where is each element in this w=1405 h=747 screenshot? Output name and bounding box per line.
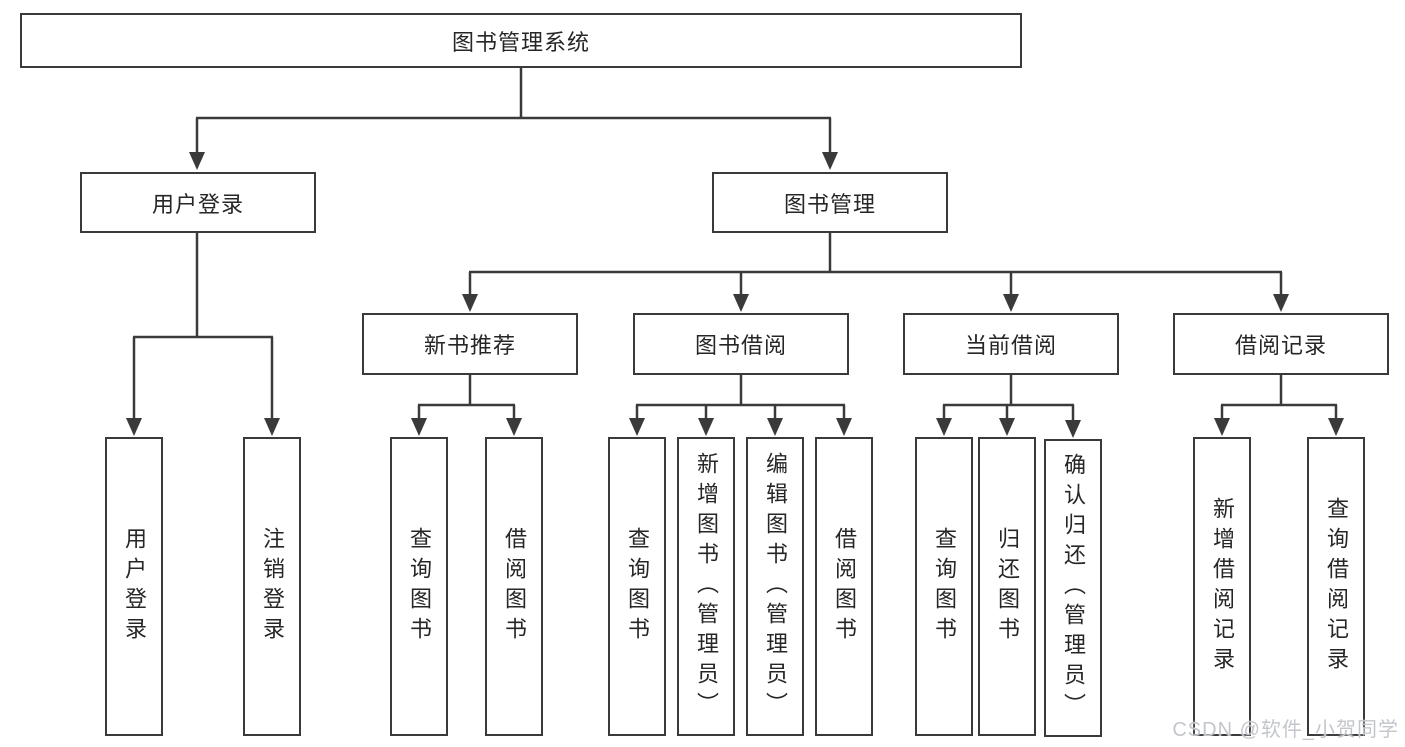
- node-new-book-recommendation: 新书推荐: [362, 313, 578, 375]
- leaf-recommend-query-books: 查询图书: [390, 437, 448, 736]
- leaf-current-confirm-return-admin: 确认归还（管理员）: [1044, 439, 1102, 737]
- node-book-management: 图书管理: [712, 172, 948, 233]
- leaf-borrowing-edit-books-admin: 编辑图书（管理员）: [746, 437, 804, 736]
- node-book-borrowing: 图书借阅: [633, 313, 849, 375]
- leaf-borrowing-add-books-admin: 新增图书（管理员）: [677, 437, 735, 736]
- node-user-login: 用户登录: [80, 172, 316, 233]
- leaf-records-add-borrow-record: 新增借阅记录: [1193, 437, 1251, 736]
- node-borrowing-records: 借阅记录: [1173, 313, 1389, 375]
- leaf-user-login: 用户登录: [105, 437, 163, 736]
- node-current-borrowing: 当前借阅: [903, 313, 1119, 375]
- leaf-borrowing-borrow-books: 借阅图书: [815, 437, 873, 736]
- leaf-borrowing-query-books: 查询图书: [608, 437, 666, 736]
- leaf-current-return-books: 归还图书: [978, 437, 1036, 736]
- leaf-records-query-borrow-record: 查询借阅记录: [1307, 437, 1365, 736]
- csdn-watermark: CSDN @软件_小贺同学: [1172, 719, 1399, 741]
- leaf-current-query-books: 查询图书: [915, 437, 973, 736]
- leaf-recommend-borrow-books: 借阅图书: [485, 437, 543, 736]
- node-library-management-system: 图书管理系统: [20, 13, 1022, 68]
- leaf-logout-login: 注销登录: [243, 437, 301, 736]
